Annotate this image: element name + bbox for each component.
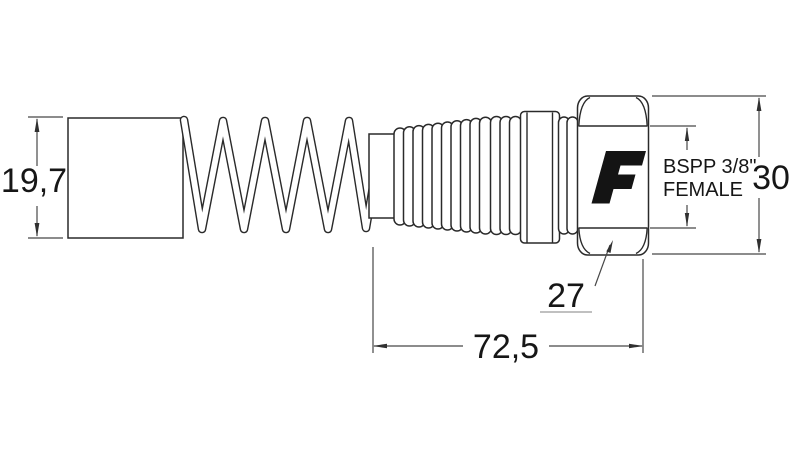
- hex-chamfer-bottom-right: [635, 227, 648, 255]
- dimension-spring-guard-od: 19,7: [1, 116, 67, 239]
- hex-nut: F: [576, 95, 650, 256]
- spring-inner: [181, 117, 382, 232]
- end-block: [67, 117, 184, 239]
- ridge-rings-rear: [557, 116, 579, 235]
- dim-label-hex-height: 30: [752, 159, 790, 197]
- coil-spring: [179, 115, 384, 234]
- brand-logo-f-icon: [591, 151, 646, 204]
- dim-label-spring-guard-od: 19,7: [1, 162, 67, 200]
- thread-label-line1: BSPP 3/8": [663, 156, 756, 178]
- dimension-thread-callout: BSPP 3/8" FEMALE: [650, 125, 756, 229]
- hex-chamfer-bottom-left: [578, 227, 591, 255]
- hex-chamfer-top-left: [578, 96, 591, 127]
- ridge-rings-front: [489, 115, 523, 236]
- hex-chamfer-top-right: [635, 96, 648, 127]
- collar-band: [519, 110, 561, 244]
- coupling-side-view: F: [67, 95, 650, 256]
- dimension-hex-across-flats: 27: [540, 240, 613, 315]
- dim-label-hex-across-flats: 27: [547, 277, 585, 315]
- dim-label-overall-length: 72,5: [473, 328, 539, 366]
- thread-label-line2: FEMALE: [663, 179, 743, 201]
- dimension-hex-height: 30: [652, 95, 790, 255]
- dimension-overall-length: 72,5: [372, 247, 644, 366]
- strain-relief-ribs: [393, 116, 493, 235]
